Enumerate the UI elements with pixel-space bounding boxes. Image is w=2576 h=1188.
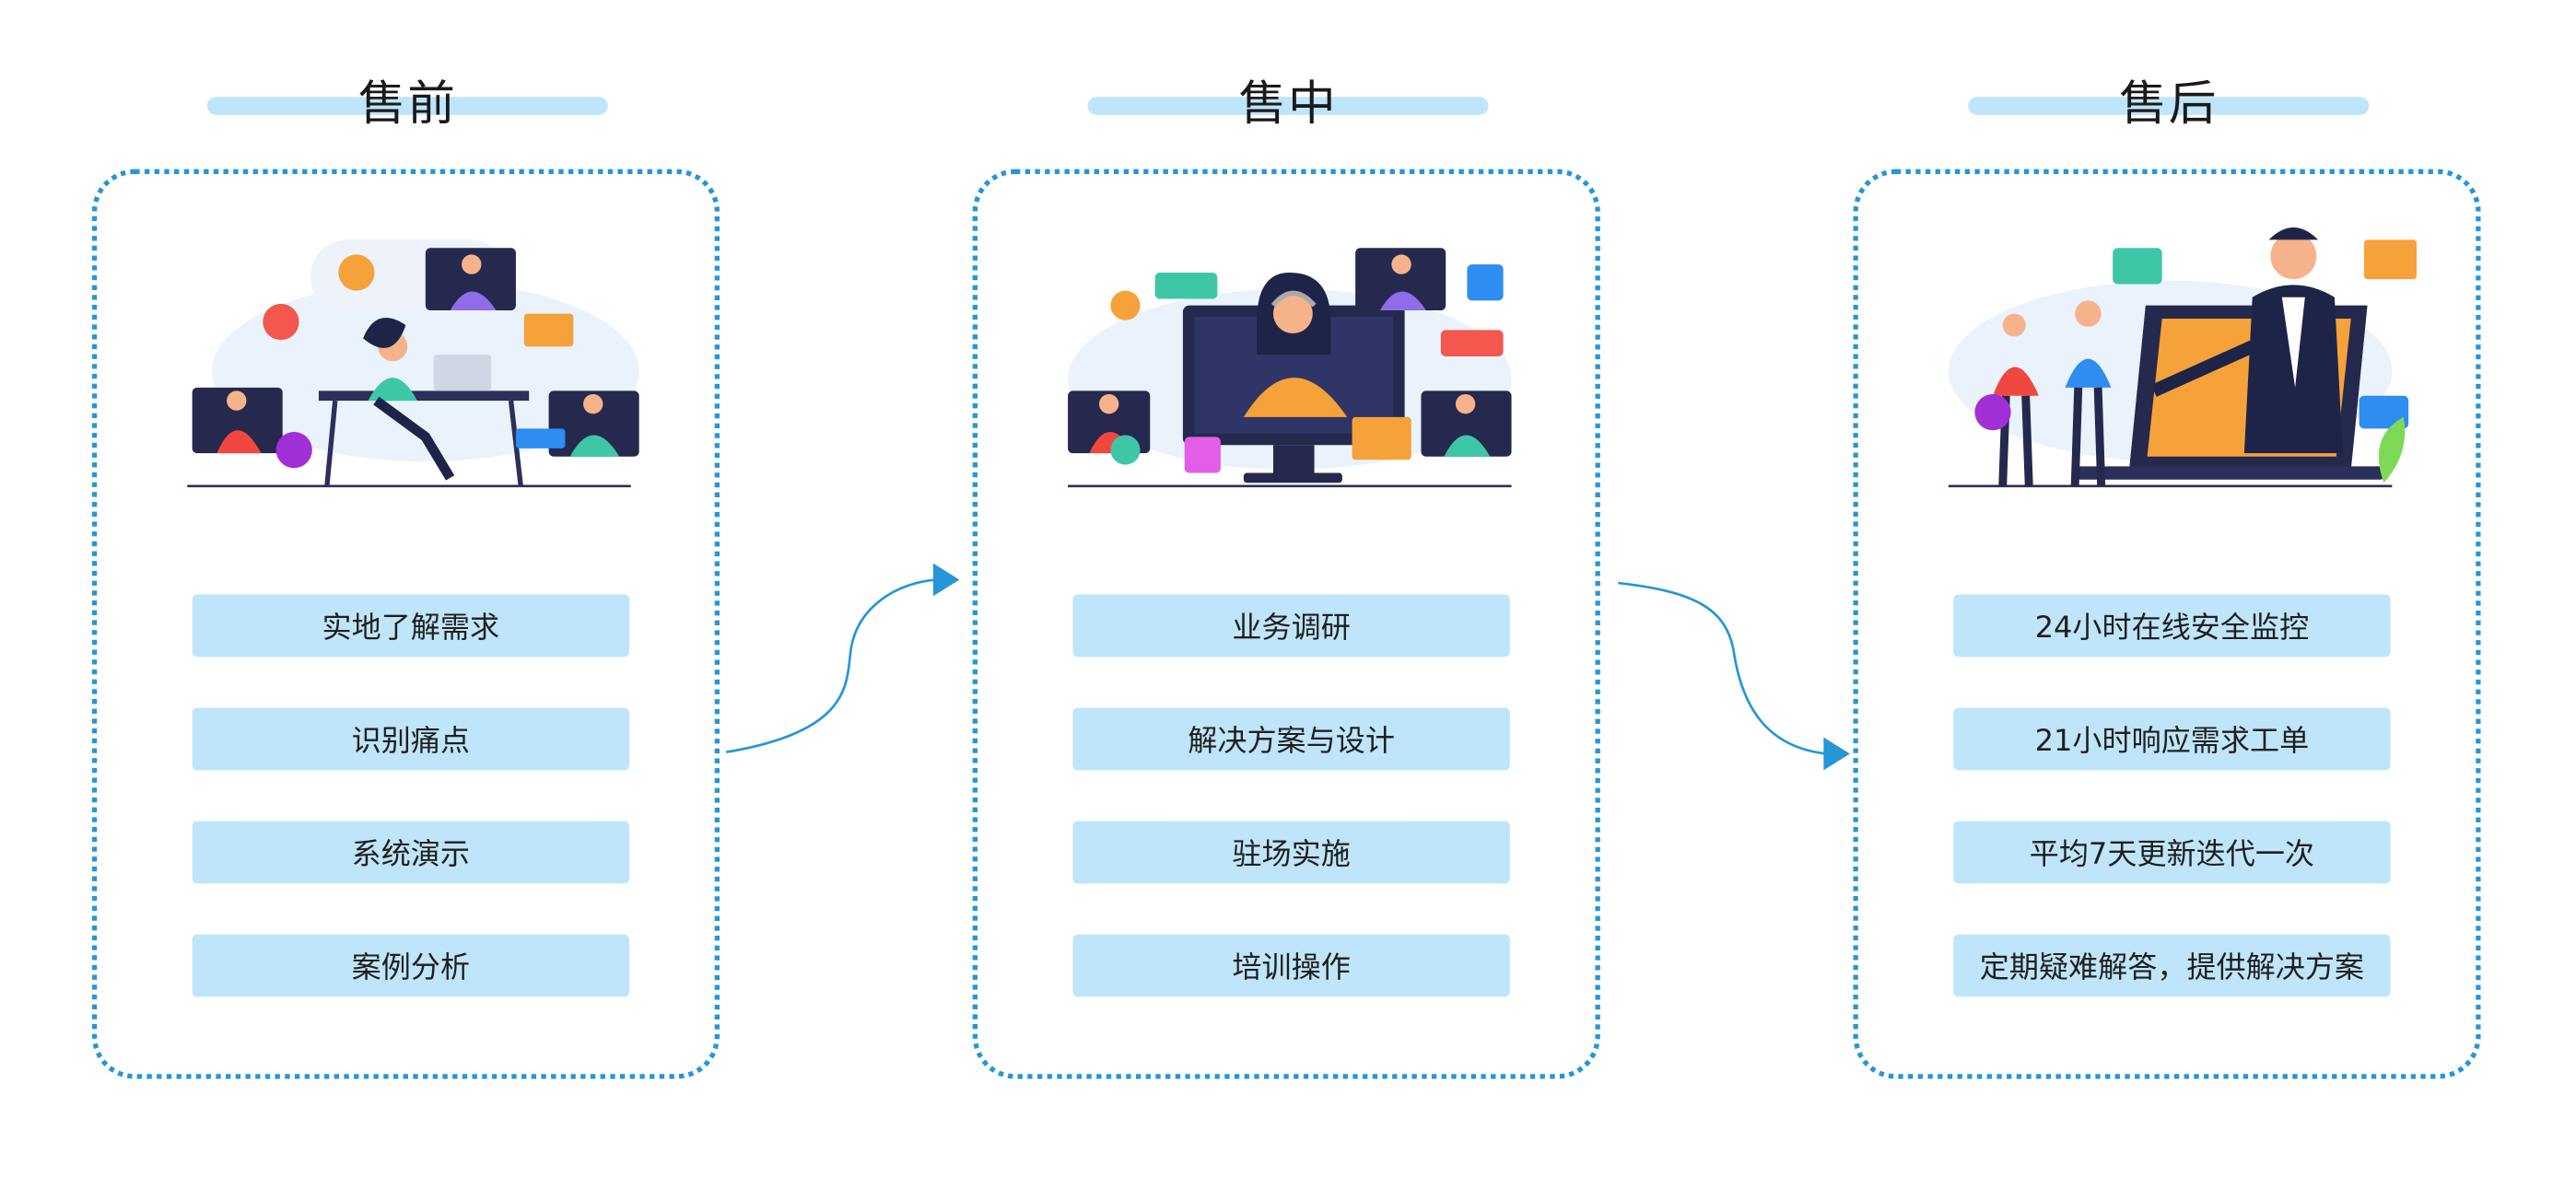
panel-in-sale: 业务调研 解决方案与设计 驻场实施 培训操作 bbox=[972, 169, 1600, 1079]
list-item: 业务调研 bbox=[1072, 594, 1510, 658]
connector-arrow-1 bbox=[725, 578, 937, 754]
list-item: 识别痛点 bbox=[192, 707, 629, 771]
arrowhead-1-icon bbox=[932, 563, 960, 597]
list-item: 21小时响应需求工单 bbox=[1953, 707, 2391, 771]
list-item: 24小时在线安全监控 bbox=[1953, 594, 2391, 658]
list-item: 解决方案与设计 bbox=[1072, 707, 1510, 771]
panel-pre-sale: 实地了解需求 识别痛点 系统演示 案例分析 bbox=[91, 169, 720, 1079]
title-underline-bar bbox=[1087, 97, 1489, 115]
title-text: 售后 bbox=[2119, 76, 2219, 132]
list-item: 系统演示 bbox=[192, 821, 629, 884]
presentation-illustration bbox=[1948, 227, 2418, 488]
video-meeting-illustration bbox=[187, 239, 639, 488]
list-item: 案例分析 bbox=[192, 934, 629, 997]
title-text: 售前 bbox=[357, 76, 457, 132]
column-title-pre-sale: 售前 bbox=[206, 52, 608, 151]
title-text: 售中 bbox=[1238, 76, 1338, 132]
arrowhead-2-icon bbox=[1823, 737, 1850, 771]
title-underline-bar bbox=[1968, 97, 2370, 115]
list-item: 实地了解需求 bbox=[192, 594, 629, 658]
connector-arrow-2 bbox=[1618, 581, 1828, 755]
column-title-after-sale: 售后 bbox=[1968, 52, 2370, 151]
list-item: 驻场实施 bbox=[1072, 821, 1510, 884]
list-item: 定期疑难解答，提供解决方案 bbox=[1953, 934, 2391, 997]
list-item: 平均7天更新迭代一次 bbox=[1953, 821, 2391, 884]
list-item: 培训操作 bbox=[1072, 934, 1510, 997]
panel-after-sale: 24小时在线安全监控 21小时响应需求工单 平均7天更新迭代一次 定期疑难解答，… bbox=[1853, 169, 2481, 1079]
title-underline-bar bbox=[206, 97, 608, 115]
customer-support-illustration bbox=[1068, 248, 1512, 488]
column-title-in-sale: 售中 bbox=[1087, 52, 1489, 151]
